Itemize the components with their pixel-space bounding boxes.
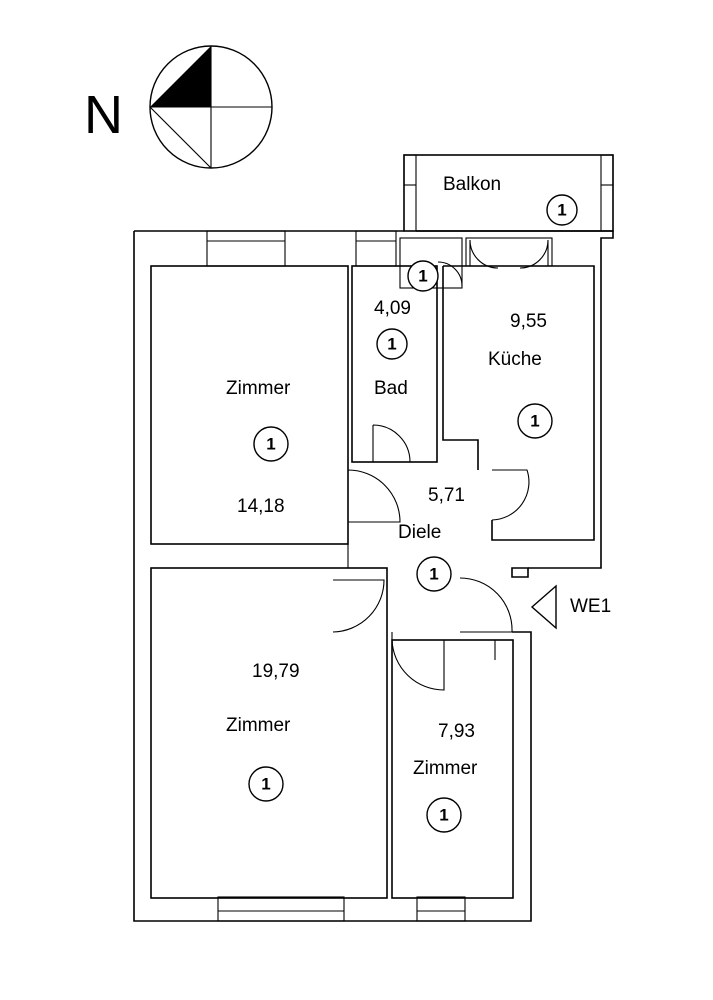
room-kueche: [442, 265, 595, 541]
zimmer3-badge: 1: [426, 797, 462, 833]
bad-label: Bad: [374, 378, 408, 399]
svg-text:1: 1: [429, 565, 438, 584]
balkon-badge: 1: [546, 194, 578, 226]
svg-text:1: 1: [418, 267, 427, 286]
bad-badge: 1: [376, 328, 408, 360]
outer-walls: [133, 230, 614, 922]
room-zimmer-2: [150, 567, 388, 899]
svg-text:1: 1: [557, 201, 566, 220]
zimmer1-label: Zimmer: [226, 378, 291, 399]
entrance-label: WE1: [570, 596, 611, 617]
north-arrow: N: [84, 45, 273, 169]
balkon-label: Balkon: [443, 174, 501, 195]
svg-text:1: 1: [530, 412, 539, 431]
balcony: [403, 154, 614, 232]
door-swings: [332, 424, 530, 691]
diele-badge: 1: [416, 556, 452, 592]
svg-text:1: 1: [439, 806, 448, 825]
svg-text:1: 1: [266, 435, 275, 454]
diele-label: Diele: [398, 522, 441, 543]
zimmer2-badge: 1: [248, 766, 284, 802]
north-arrow-fill: [150, 46, 211, 107]
zimmer2-label: Zimmer: [226, 715, 291, 736]
kueche-label: Küche: [488, 349, 542, 370]
svg-text:1: 1: [261, 775, 270, 794]
room-bad: [351, 265, 438, 463]
north-label: N: [84, 85, 123, 145]
wc-badge: 1: [407, 260, 439, 292]
svg-text:1: 1: [387, 335, 396, 354]
zimmer3-label: Zimmer: [413, 758, 478, 779]
bad-area: 4,09: [374, 298, 411, 319]
diele-area: 5,71: [428, 485, 465, 506]
zimmer3-area: 7,93: [438, 721, 475, 742]
kueche-area: 9,55: [510, 311, 547, 332]
zimmer1-badge: 1: [253, 426, 289, 462]
windows: [206, 230, 466, 922]
kueche-badge: 1: [517, 403, 553, 439]
zimmer1-area: 14,18: [237, 496, 285, 517]
room-zimmer-3: [391, 639, 514, 899]
entrance-triangle: [530, 584, 557, 630]
zimmer2-area: 19,79: [252, 661, 300, 682]
kitchen-doors: [465, 237, 553, 269]
room-zimmer-1: [150, 265, 349, 545]
